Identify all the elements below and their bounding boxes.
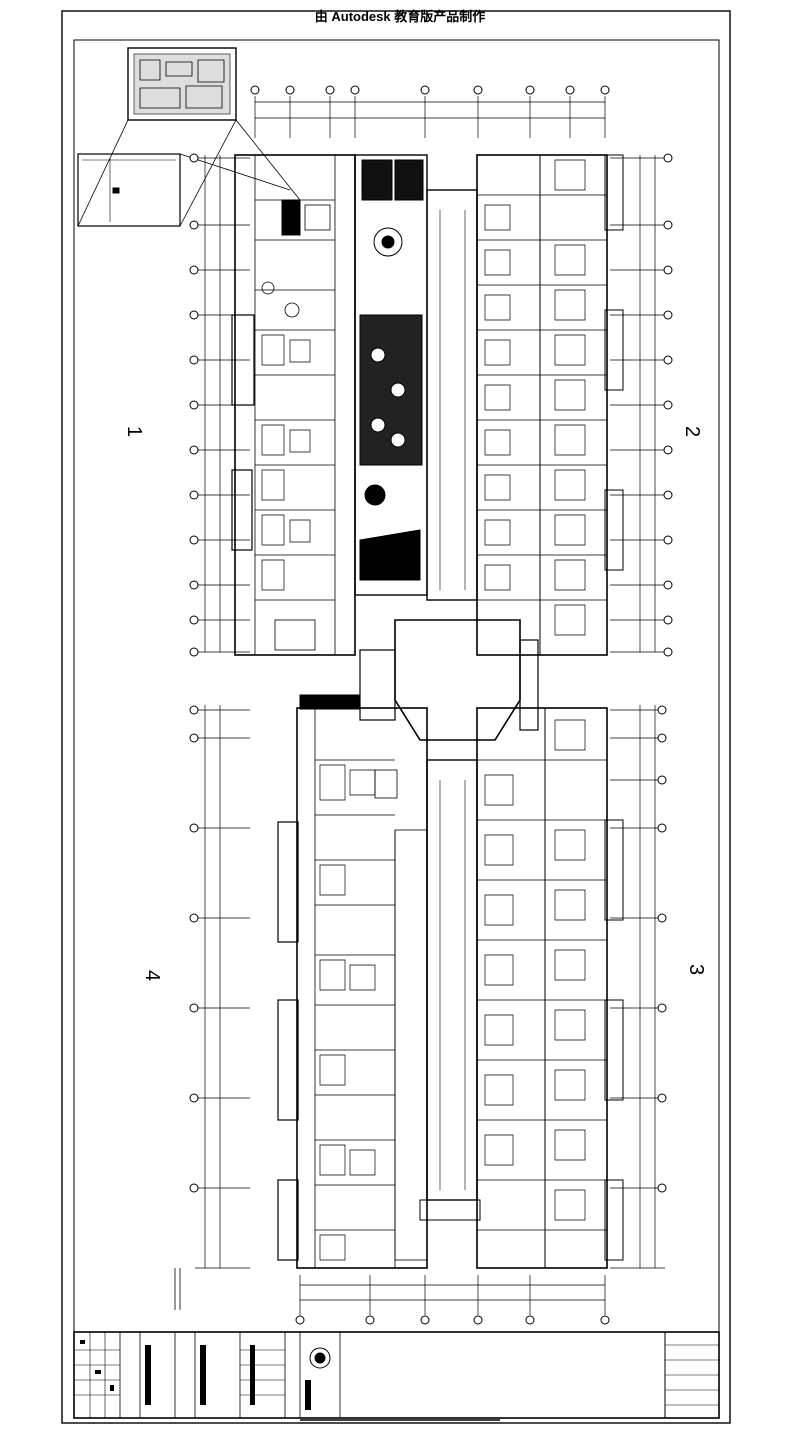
wing-3 (476, 707, 624, 1269)
top-grid-bubbles (250, 85, 610, 95)
sheet-outer-border (61, 10, 731, 1424)
wing-4 (277, 694, 428, 1269)
right-grid-bubbles-lower (657, 705, 667, 1193)
autodesk-education-stamp: 由 Autodesk 教育版产品制作 (314, 9, 486, 24)
central-lobby (359, 619, 539, 741)
zone-label-4: 4 (141, 969, 164, 982)
left-dimension-line-upper (195, 155, 250, 653)
key-plan (77, 47, 301, 227)
wing-1 (231, 154, 356, 656)
right-grid-bubbles-upper (663, 153, 673, 657)
left-dimension-line-lower (195, 705, 250, 1269)
wing-2 (476, 154, 624, 656)
corridor-lower (419, 759, 481, 1221)
zone-label-2: 2 (681, 425, 704, 438)
central-atrium-upper (354, 154, 428, 596)
title-block (73, 1331, 720, 1421)
sheet-inner-border (73, 39, 720, 1419)
right-dimension-line-lower (610, 705, 665, 1269)
bottom-dimension-line (299, 1275, 606, 1315)
drawing-label-mark (174, 1268, 181, 1310)
corridor-upper (426, 189, 478, 601)
right-dimension-line-upper (610, 155, 665, 653)
left-grid-bubbles-lower (189, 705, 199, 1193)
zone-label-3: 3 (685, 963, 708, 976)
top-dimension-line (254, 96, 606, 138)
zone-label-1: 1 (123, 425, 146, 438)
bottom-grid-bubbles (295, 1315, 610, 1325)
left-grid-bubbles-upper (189, 153, 199, 657)
